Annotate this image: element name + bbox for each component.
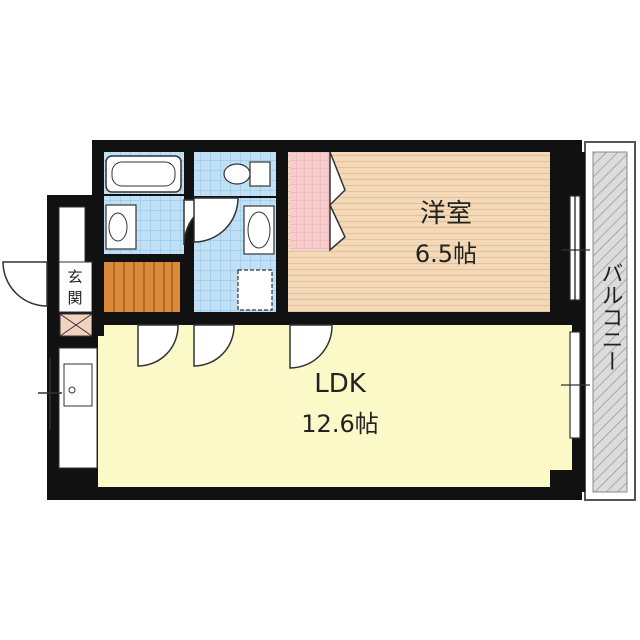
- ldk-door-3: [289, 324, 333, 369]
- hallway-floor: [58, 206, 86, 263]
- kitchen-counter: [38, 347, 98, 469]
- entrance-label-1: 玄: [67, 268, 82, 286]
- doors: [137, 151, 346, 369]
- windows: [561, 180, 590, 439]
- genkan-box: [58, 261, 93, 313]
- entrance-door-icon: [2, 261, 48, 307]
- washing-machine-icon: [243, 205, 275, 255]
- interior-walls: [92, 152, 585, 492]
- stair-step: [104, 262, 180, 312]
- ldk-floor: [98, 325, 550, 487]
- stair-lines: [113, 262, 173, 312]
- ldk-door-1: [137, 324, 179, 367]
- western-room-name: 洋室: [420, 199, 472, 229]
- ldk-room-size: 12.6帖: [301, 410, 378, 438]
- entrance-label-2: 関: [67, 289, 82, 307]
- washbasin-icon: [105, 204, 137, 250]
- closet-door: [329, 151, 346, 207]
- shoe-box-icon: [59, 313, 93, 337]
- closet-door-2: [329, 204, 346, 252]
- ldk-room-name: LDK: [314, 369, 367, 399]
- ldk-door-2: [193, 324, 235, 367]
- closet: [290, 152, 330, 250]
- bathtub-icon: [105, 155, 182, 193]
- storage-box: [237, 269, 273, 311]
- western-room-size: 6.5帖: [415, 240, 477, 268]
- balcony-label: バルコニー: [598, 262, 623, 372]
- ldk-corner-fill: [550, 325, 572, 470]
- toilet-icon: [223, 161, 271, 187]
- balcony: バルコニー: [584, 141, 636, 501]
- toilet-door: [193, 197, 239, 243]
